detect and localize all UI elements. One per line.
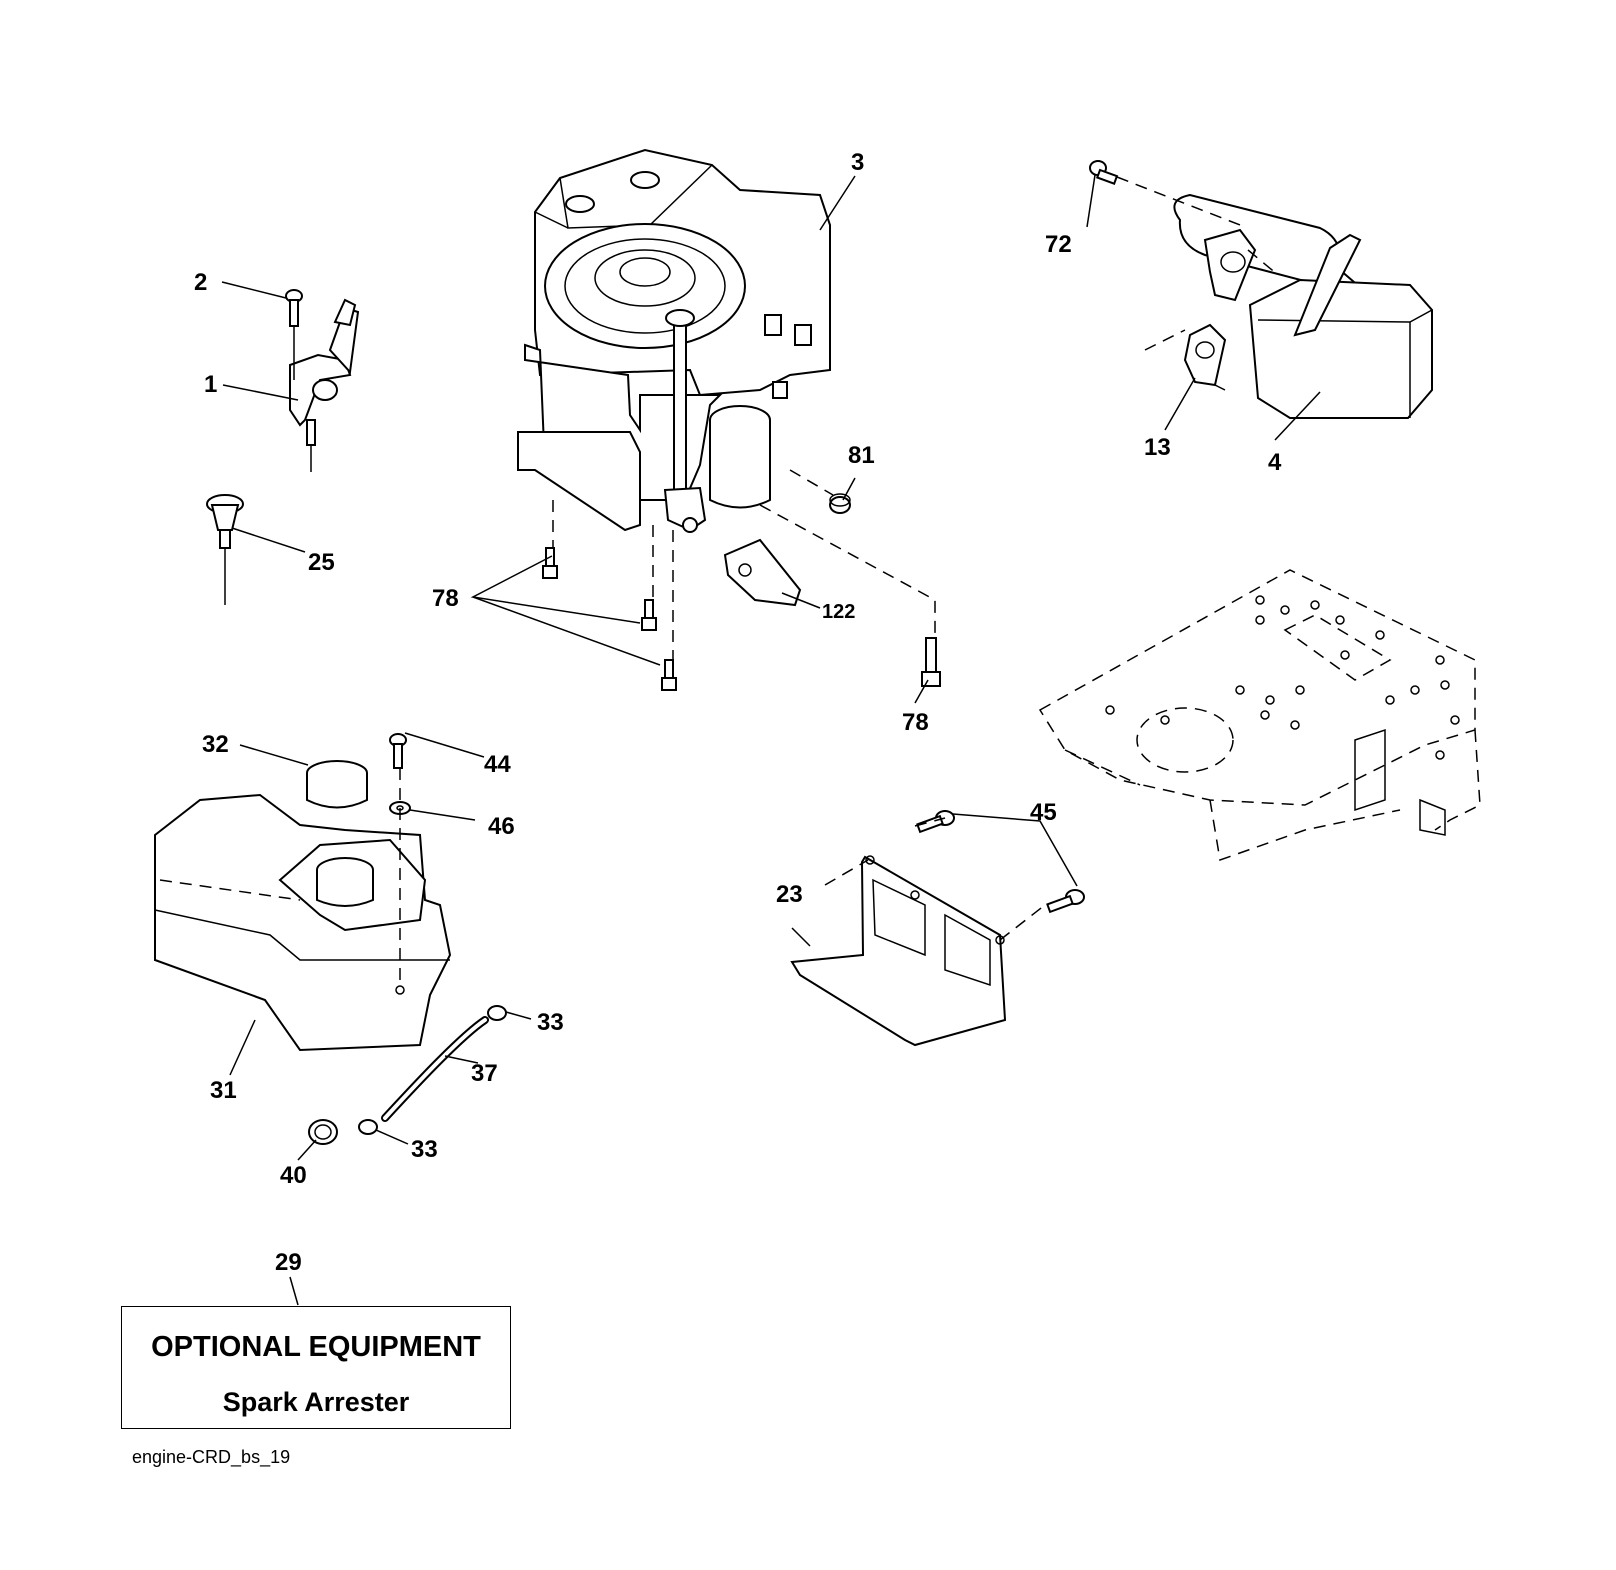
callout-122: 122: [822, 601, 855, 623]
tank-screw: [389, 733, 407, 769]
fuel-line: [381, 1016, 489, 1122]
tank-grommet: [308, 1119, 338, 1145]
mounting-bracket: [723, 538, 802, 607]
exhaust-screw: [1089, 160, 1119, 185]
callout-78-group: 78: [432, 585, 459, 612]
callout-37: 37: [471, 1060, 498, 1087]
heat-shield-screws: [916, 810, 1085, 914]
callout-13: 13: [1144, 434, 1171, 461]
callout-81: 81: [848, 442, 875, 469]
callout-29: 29: [275, 1249, 302, 1276]
exhaust-gasket: [1183, 323, 1227, 387]
fuel-tank: [154, 793, 452, 1052]
callout-numbers: 2 1 3 72 13 4 81 25 122 78 78 32 44 46 4…: [194, 149, 1282, 1276]
callout-3: 3: [851, 149, 864, 176]
muffler: [1248, 233, 1433, 419]
drawing-id: engine-CRD_bs_19: [132, 1447, 291, 1467]
callout-31: 31: [210, 1077, 237, 1104]
fuel-cap: [306, 760, 368, 809]
engine-bolts: [542, 547, 941, 691]
throttle-screw: [285, 289, 303, 380]
callout-72: 72: [1045, 231, 1072, 258]
engine-nut: [829, 493, 851, 514]
callout-46: 46: [488, 813, 515, 840]
callout-40: 40: [280, 1162, 307, 1189]
callout-2: 2: [194, 269, 207, 296]
callout-32: 32: [202, 731, 229, 758]
callout-33-lower: 33: [411, 1136, 438, 1163]
callout-4: 4: [1268, 449, 1282, 476]
optional-equipment-box: OPTIONAL EQUIPMENT Spark Arrester: [121, 1306, 511, 1429]
optional-equipment-subtitle: Spark Arrester: [222, 1387, 410, 1417]
callout-1: 1: [204, 371, 217, 398]
engine: [517, 148, 831, 533]
callout-33-upper: 33: [537, 1009, 564, 1036]
tractor-frame: [1038, 569, 1481, 862]
throttle-control: [289, 298, 360, 472]
callout-78-single: 78: [902, 709, 929, 736]
heat-shield: [790, 855, 1007, 1047]
callout-45: 45: [1030, 799, 1057, 826]
callout-25: 25: [308, 549, 335, 576]
leader-lines: [221, 174, 1321, 1306]
hose-clamps: [358, 1005, 507, 1135]
choke-knob: [206, 494, 244, 605]
connection-lines: [399, 176, 1279, 985]
callout-44: 44: [484, 751, 511, 778]
optional-equipment-title: OPTIONAL EQUIPMENT: [151, 1331, 481, 1363]
callout-23: 23: [776, 881, 803, 908]
exhaust-pipe: [1173, 193, 1382, 350]
